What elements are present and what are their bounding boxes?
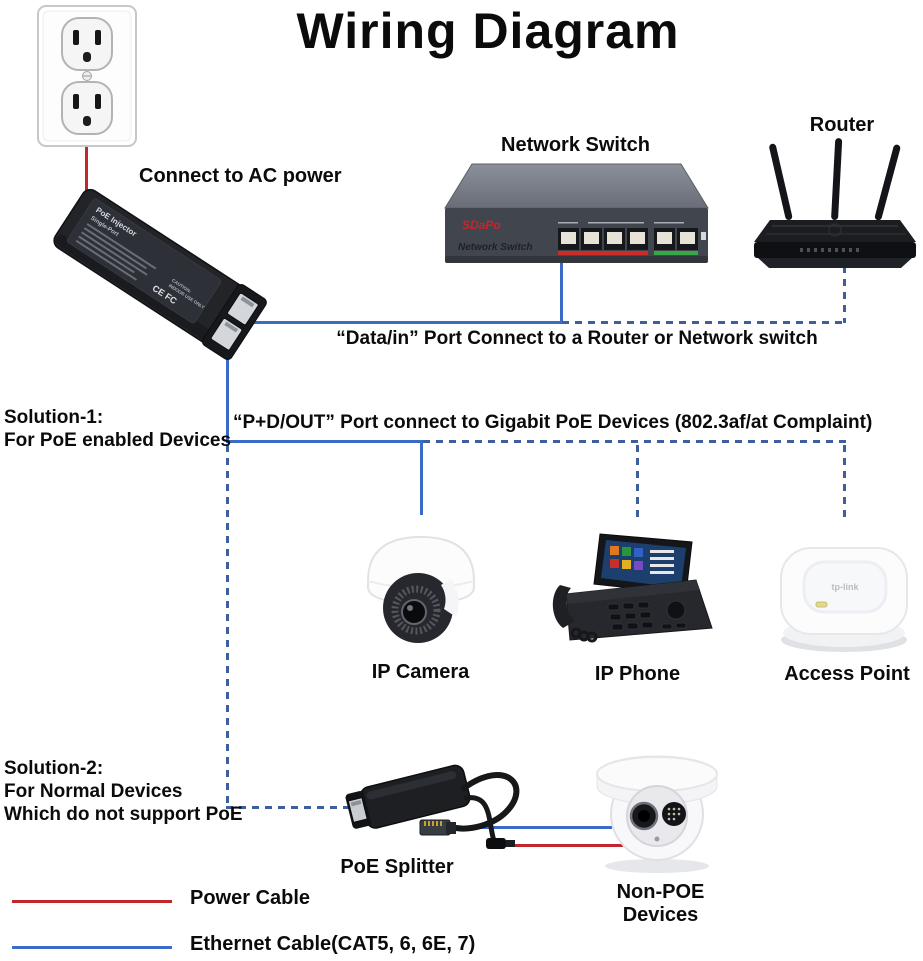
legend-ethernet-label: Ethernet Cable(CAT5, 6, 6E, 7) [190, 933, 476, 955]
solution2-line3: Which do not support PoE [4, 804, 243, 825]
power-cable-outlet-injector [85, 144, 88, 202]
router [754, 138, 916, 268]
ethernet-line-pdout-rail-solid [226, 440, 423, 443]
poe-splitter [345, 764, 520, 849]
label-network-switch: Network Switch [501, 134, 650, 156]
label-access-point: Access Point [784, 663, 910, 685]
annotation-solution2: Solution-2: For Normal Devices Which do … [4, 757, 243, 826]
legend-power-label: Power Cable [190, 887, 311, 909]
injector-rj45-port-data [227, 292, 259, 326]
ethernet-line-splitter-camera [452, 826, 612, 829]
ip-phone-screen-tiles [610, 546, 674, 574]
ip-phone-keypad [607, 600, 687, 631]
annotation-solution1: Solution-1: For PoE enabled Devices [4, 406, 231, 452]
ethernet-line-switch-drop [560, 261, 563, 324]
access-point-logo: tp-link [832, 582, 860, 592]
splitter-rj45-connector [419, 819, 456, 836]
annotation-pd-out: “P+D/OUT” Port connect to Gigabit PoE De… [233, 412, 873, 433]
ac-outlet [37, 5, 137, 147]
switch-panel-text: Network Switch [458, 242, 532, 253]
solution1-line2: For PoE enabled Devices [4, 430, 232, 451]
label-poe-splitter: PoE Splitter [340, 856, 454, 878]
ethernet-dashed-switch-router [562, 321, 846, 324]
label-router: Router [809, 114, 875, 136]
ethernet-dashed-solution2-drop [226, 445, 229, 808]
solution2-line2: For Normal Devices [4, 781, 183, 802]
network-switch: SDaPo Network Switch [444, 163, 709, 263]
ethernet-dashed-to-accesspoint [843, 445, 846, 518]
ethernet-line-pdout-drop [226, 333, 229, 442]
router-antenna-right [874, 144, 901, 221]
switch-brand-text: SDaPo [462, 218, 501, 232]
label-non-poe-devices: Non-POE Devices [616, 881, 705, 926]
power-line-splitter-camera [504, 844, 623, 847]
solution2-line1: Solution-2: [4, 758, 104, 779]
label-ip-camera: IP Camera [371, 661, 470, 683]
splitter-dc-plug [486, 838, 515, 849]
ip-camera [367, 535, 475, 643]
ethernet-dashed-to-ipphone [636, 445, 639, 518]
legend-power-line [12, 900, 172, 903]
annotation-data-in: “Data/in” Port Connect to a Router or Ne… [336, 328, 818, 349]
ip-phone [552, 533, 713, 643]
annotation-connect-ac: Connect to AC power [139, 165, 342, 187]
access-point-led [815, 601, 828, 608]
ethernet-line-to-ipcamera [420, 442, 423, 515]
ethernet-dashed-to-splitter [226, 806, 354, 809]
ethernet-dashed-router-drop [843, 266, 846, 323]
switch-poe-ports-bar [558, 251, 648, 255]
ethernet-line-injector-switch [240, 321, 562, 324]
solution1-line1: Solution-1: [4, 407, 104, 428]
ethernet-dashed-pdout-rail [423, 440, 846, 443]
switch-uplink-ports-bar [654, 251, 698, 255]
router-antenna-middle [831, 138, 843, 221]
router-antenna-left [769, 143, 793, 220]
non-poe-camera [596, 755, 718, 873]
access-point: tp-link [780, 547, 908, 652]
poe-injector: PoE Injector Single-Port CE FC CAUTION: … [53, 188, 267, 361]
switch-port-row [558, 228, 698, 250]
label-ip-phone: IP Phone [594, 663, 681, 685]
injector-rj45-port-pd [210, 317, 243, 351]
legend-ethernet-line [12, 946, 172, 949]
ip-phone-cord [570, 627, 598, 643]
page-title: Wiring Diagram [296, 3, 680, 59]
